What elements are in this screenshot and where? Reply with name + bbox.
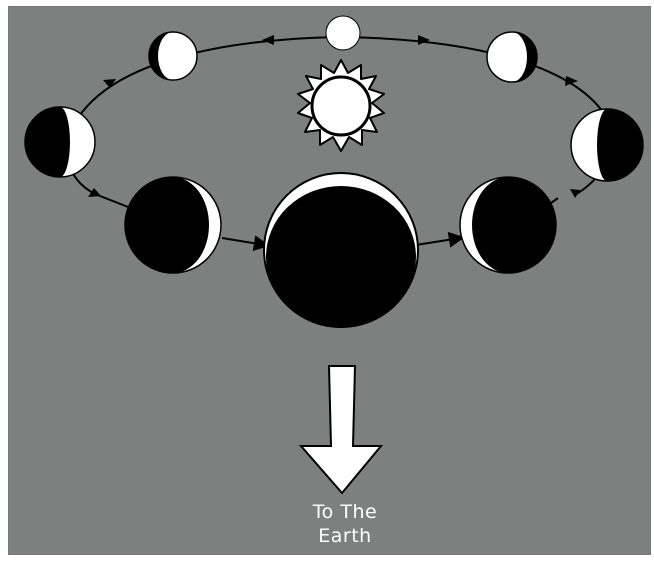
moon-phase-first-quarter <box>571 109 643 181</box>
moon-phase-full <box>326 16 360 50</box>
to-the-earth-caption: To The Earth <box>245 500 445 548</box>
moon-phase-waxing-gibbous <box>487 32 537 82</box>
orbit-arrowhead-top-right <box>418 35 430 45</box>
orbit-arrowhead-top-left <box>262 35 274 45</box>
moon-phase-waning-gibbous <box>149 32 197 80</box>
moon-phase-new <box>264 173 418 328</box>
orbit-link-left <box>100 196 128 207</box>
caption-line-1: To The <box>245 500 445 524</box>
orbit-link-center-left <box>222 238 265 245</box>
moon-phase-waxing-crescent <box>460 177 556 273</box>
orbit-arrowhead-lower-left <box>88 188 101 197</box>
orbit-link-right <box>551 198 558 203</box>
moon-phase-third-quarter <box>25 107 95 177</box>
moon-phase-waning-crescent <box>125 177 221 273</box>
orbit-link-center-right <box>416 238 460 245</box>
caption-line-2: Earth <box>245 524 445 548</box>
down-arrow-icon <box>301 366 381 493</box>
sun-icon <box>298 60 384 151</box>
